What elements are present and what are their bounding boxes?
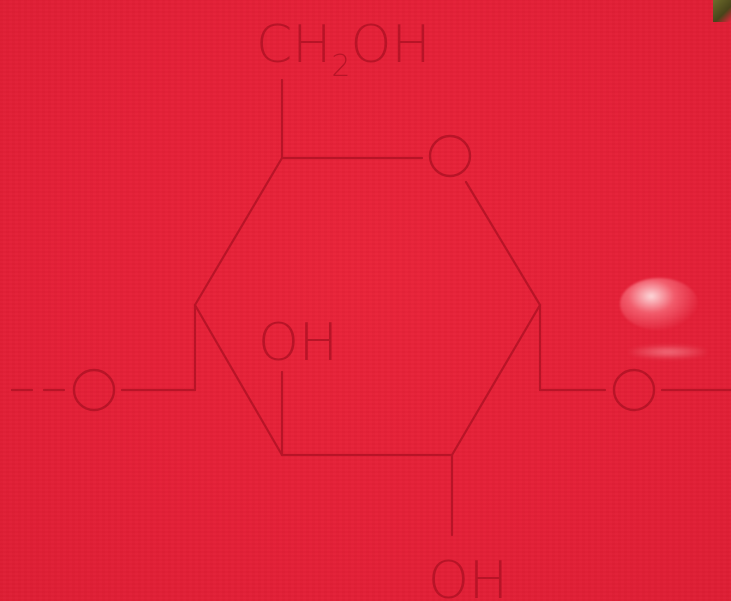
bond-ring-oxygen-c1	[464, 180, 542, 307]
water-droplet	[620, 278, 698, 330]
ch2oh-label: CH2OH	[256, 15, 431, 84]
left-glycosidic-oxygen-icon	[72, 368, 116, 412]
bond-c1-c2	[450, 303, 542, 457]
right-glycosidic-oxygen-icon	[612, 368, 656, 412]
bond-c4-c5	[193, 156, 284, 307]
water-droplet-trail	[628, 345, 708, 359]
ring-oxygen-icon	[428, 134, 472, 178]
bottom-oh-label: OH	[428, 551, 508, 601]
ring-oh-label: OH	[258, 313, 338, 373]
bond-c3-c4	[193, 303, 284, 457]
corner-edge-mark	[713, 0, 731, 22]
